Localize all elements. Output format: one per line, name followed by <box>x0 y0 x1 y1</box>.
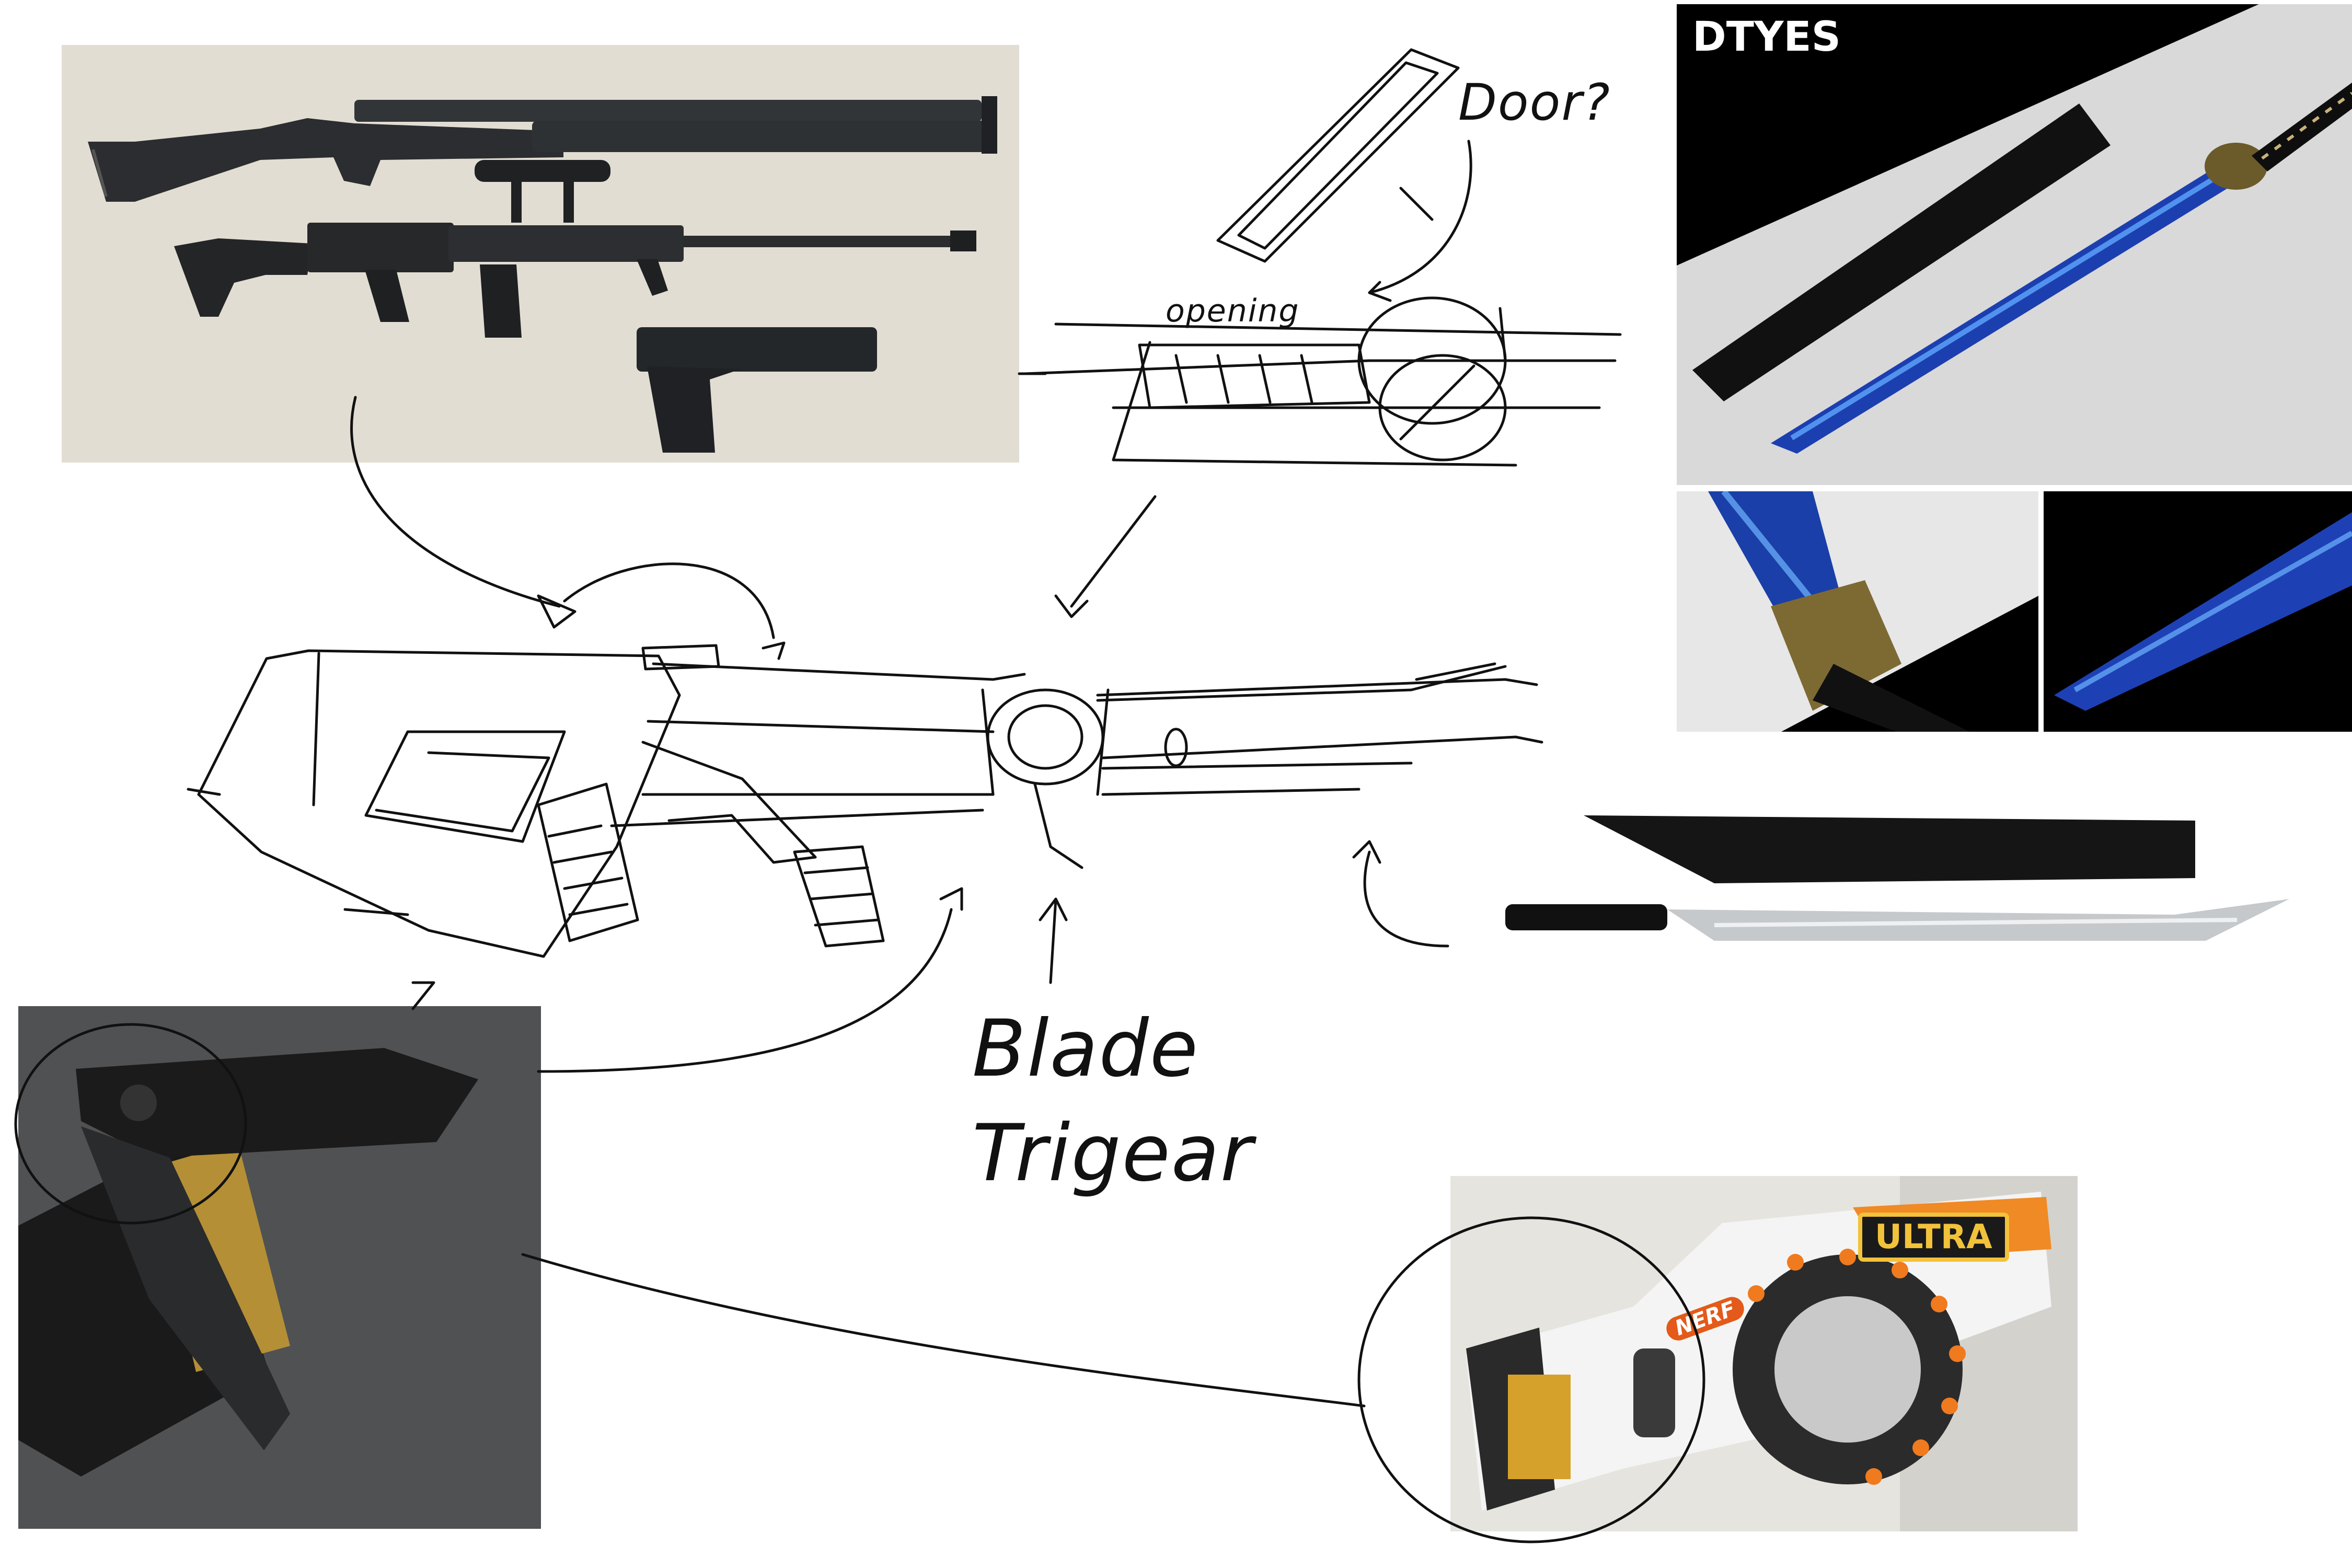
machete-sheath-shape <box>1584 815 2195 883</box>
ultra-badge: ULTRA <box>1858 1213 2009 1262</box>
opening-label: opening <box>1166 293 1300 329</box>
machete-reference-photo <box>1495 805 2352 983</box>
rifle-shape <box>174 160 976 338</box>
firearms-reference-photo <box>62 45 1019 463</box>
firearms-reference-image <box>62 45 1019 463</box>
katana-guard-shape <box>2205 143 2267 190</box>
shotgun-shape <box>88 96 997 202</box>
folding-knife-reference-image <box>18 1006 541 1529</box>
knife-nerf-connector <box>521 1253 1366 1408</box>
machete-reference-image <box>1495 805 2352 983</box>
nerf-blaster-reference-photo: NERF ULTRA <box>1450 1176 2078 1531</box>
katana-reference-photo: DTYES <box>1677 4 2352 485</box>
opening-mechanism-sketch <box>1023 296 1622 467</box>
top-sight-arrow <box>563 562 786 660</box>
katana-blade-detail-image <box>2044 491 2352 732</box>
katana-hilt-detail-image <box>1677 491 2038 732</box>
door-label: Door? <box>1458 73 1611 132</box>
katana-blade-detail-photo <box>2044 491 2352 732</box>
katana-reference-image <box>1677 4 2352 485</box>
machete-blade-shape <box>1667 899 2289 941</box>
katana-sheath-shape <box>1692 103 2111 401</box>
blade-label: Blade <box>972 1004 1199 1094</box>
trigger-arrow <box>1039 897 1068 984</box>
chamber-arrow <box>1054 495 1157 618</box>
trigger-label: Trigear <box>972 1108 1254 1199</box>
gunblade-sketch <box>187 644 1543 958</box>
pistol-shape <box>637 327 877 453</box>
knife-stock-arrow <box>411 981 435 1010</box>
machete-arrow <box>1352 840 1449 948</box>
brand-watermark: DTYES <box>1692 14 1841 61</box>
folding-knife-reference-photo <box>18 1006 541 1529</box>
door-sketch <box>1216 48 1460 263</box>
katana-hilt-detail-photo <box>1677 491 2038 732</box>
knife-arrow <box>537 887 963 1073</box>
door-arrow <box>1368 140 1472 302</box>
machete-handle-shape <box>1505 904 1667 930</box>
